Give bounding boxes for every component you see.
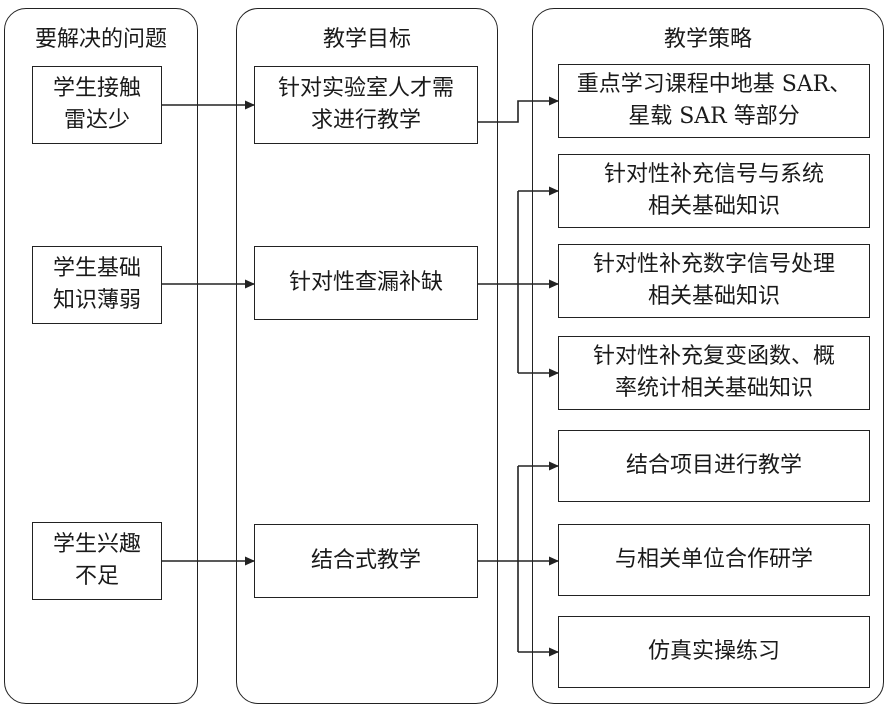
problem-box-weak-basics: 学生基础 知识薄弱	[32, 246, 162, 324]
strategy-line: 针对性补充信号与系统	[603, 162, 824, 187]
problem-line: 学生兴趣	[52, 532, 141, 557]
strategy-line: 重点学习课程中地基 SAR、	[576, 72, 852, 97]
strategy-line: 与相关单位合作研学	[614, 547, 813, 572]
strategy-line: 结合项目进行教学	[625, 453, 802, 478]
strategy-box-cooperative-study: 与相关单位合作研学	[558, 524, 870, 596]
problems-column-title: 要解决的问题	[34, 27, 167, 52]
strategy-line: 仿真实操练习	[647, 639, 780, 664]
problem-box-radar-exposure: 学生接触 雷达少	[32, 66, 162, 144]
strategy-line: 针对性补充复变函数、概	[592, 344, 835, 369]
goal-line: 针对性查漏补缺	[288, 270, 443, 295]
strategy-box-sar-focus: 重点学习课程中地基 SAR、 星载 SAR 等部分	[558, 64, 870, 138]
problem-line: 学生基础	[52, 256, 141, 281]
goal-line: 求进行教学	[310, 108, 421, 133]
strategy-line: 星载 SAR 等部分	[628, 104, 800, 129]
goal-line: 结合式教学	[310, 548, 421, 573]
goal-line: 针对实验室人才需	[277, 76, 454, 101]
strategy-box-complex-probability: 针对性补充复变函数、概 率统计相关基础知识	[558, 336, 870, 410]
strategy-box-project-teaching: 结合项目进行教学	[558, 430, 870, 502]
problem-line: 学生接触	[52, 76, 141, 101]
goal-box-fill-gaps: 针对性查漏补缺	[254, 246, 478, 320]
problem-line: 不足	[74, 564, 119, 589]
strategy-box-dsp: 针对性补充数字信号处理 相关基础知识	[558, 244, 870, 318]
strategy-line: 相关基础知识	[647, 284, 780, 309]
problem-box-low-interest: 学生兴趣 不足	[32, 522, 162, 600]
goals-column-title: 教学目标	[322, 27, 411, 52]
strategy-box-signals-systems: 针对性补充信号与系统 相关基础知识	[558, 154, 870, 228]
strategy-line: 率统计相关基础知识	[614, 376, 813, 401]
strategy-box-simulation-practice: 仿真实操练习	[558, 616, 870, 688]
strategy-line: 相关基础知识	[647, 194, 780, 219]
problem-line: 知识薄弱	[52, 288, 141, 313]
strategies-column-title: 教学策略	[663, 27, 752, 52]
problem-line: 雷达少	[63, 108, 130, 133]
goal-box-combined-teaching: 结合式教学	[254, 524, 478, 598]
strategy-line: 针对性补充数字信号处理	[592, 252, 835, 277]
goal-box-lab-talent: 针对实验室人才需 求进行教学	[254, 66, 478, 144]
